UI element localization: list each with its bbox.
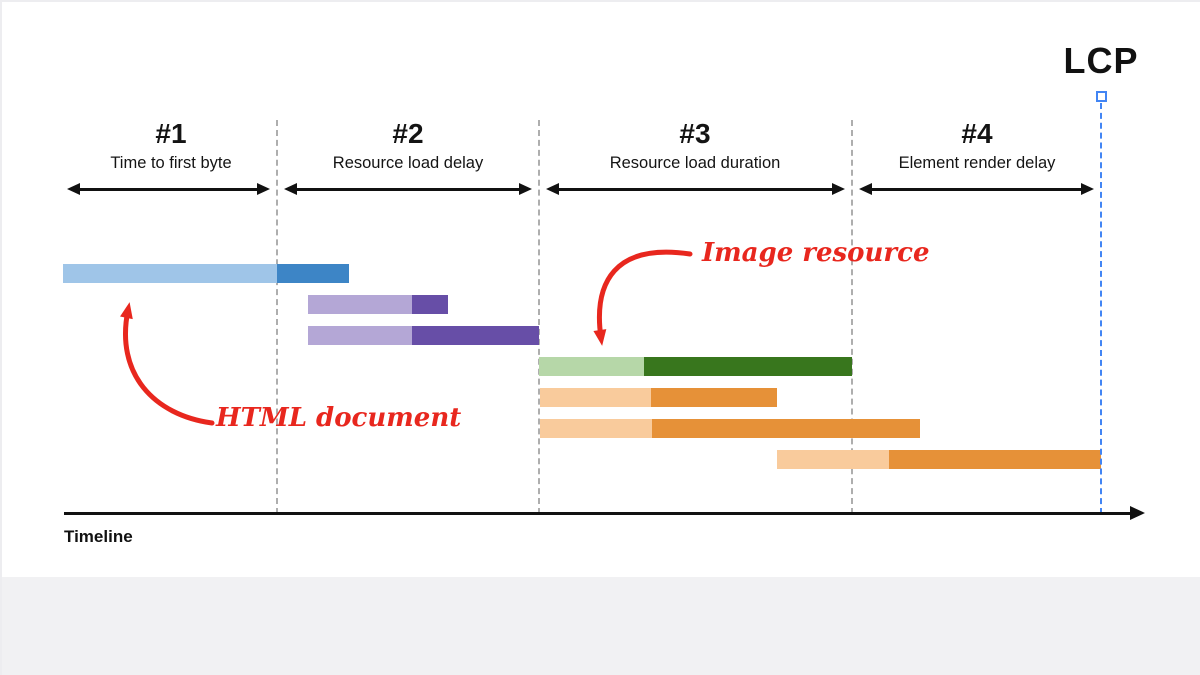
script-bar-7-dark-segment — [889, 450, 1101, 469]
timeline-axis-arrowhead — [1130, 506, 1145, 520]
phase-4-number: #4 — [961, 118, 993, 149]
phase-1-arrow — [77, 188, 260, 191]
script-bar-6-light-segment — [540, 419, 652, 438]
lcp-dashed-line — [1100, 103, 1102, 514]
phase-boundary-line-2 — [538, 120, 540, 514]
document-bar-1-light-segment — [63, 264, 277, 283]
phase-3-arrow — [556, 188, 835, 191]
stylesheet-bar-3-light-segment — [308, 326, 412, 345]
phase-2-name: Resource load delay — [332, 154, 484, 172]
document-bar-1-dark-segment — [277, 264, 349, 283]
lcp-label: LCP — [1063, 40, 1139, 81]
phase-4-arrow — [869, 188, 1084, 191]
phase-3-number: #3 — [679, 118, 711, 149]
script-bar-7-light-segment — [777, 450, 889, 469]
script-bar-6-dark-segment — [652, 419, 920, 438]
phase-2-arrowhead-right — [519, 183, 532, 195]
timeline-label: Timeline — [64, 527, 133, 546]
phase-3-name: Resource load duration — [609, 154, 781, 172]
phase-1-number: #1 — [155, 118, 187, 149]
phase-2-arrow — [294, 188, 522, 191]
phase-1-arrowhead-left — [67, 183, 80, 195]
phase-3-arrowhead-left — [546, 183, 559, 195]
phase-3-arrowhead-right — [832, 183, 845, 195]
phase-boundary-line-3 — [851, 120, 853, 514]
timeline-axis — [64, 512, 1132, 515]
image-bar-4-light-segment — [539, 357, 644, 376]
lcp-marker-square — [1096, 91, 1107, 102]
stylesheet-bar-2-light-segment — [308, 295, 412, 314]
phase-1-arrowhead-right — [257, 183, 270, 195]
phase-2-number: #2 — [392, 118, 424, 149]
legend-band: DocumentStylesheetScriptImage — [2, 577, 1200, 675]
stylesheet-bar-2-dark-segment — [412, 295, 448, 314]
image-resource-arrow — [593, 249, 693, 346]
html-document-annotation: HTML document — [216, 403, 462, 433]
phase-boundary-line-1 — [276, 120, 278, 514]
html-document-arrow — [120, 302, 215, 426]
script-bar-5-light-segment — [540, 388, 651, 407]
script-bar-5-dark-segment — [651, 388, 777, 407]
stylesheet-bar-3-dark-segment — [412, 326, 539, 345]
phase-1-name: Time to first byte — [110, 154, 232, 172]
phase-4-arrowhead-right — [1081, 183, 1094, 195]
phase-4-arrowhead-left — [859, 183, 872, 195]
image-resource-annotation: Image resource — [702, 238, 930, 268]
image-bar-4-dark-segment — [644, 357, 852, 376]
phase-4-name: Element render delay — [898, 154, 1056, 172]
phase-2-arrowhead-left — [284, 183, 297, 195]
